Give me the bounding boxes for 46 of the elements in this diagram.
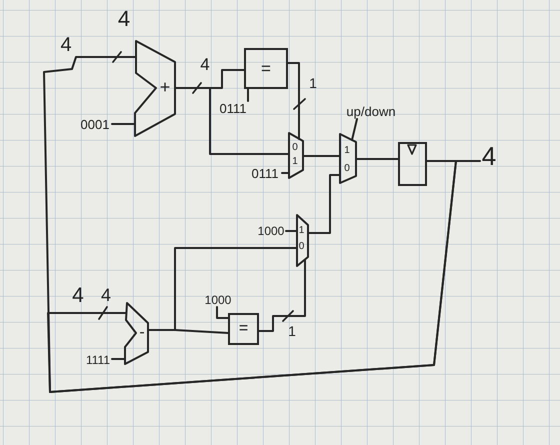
multiplexer-symbol bbox=[296, 214, 309, 267]
bus-width-label: 1 bbox=[308, 75, 318, 91]
wire bbox=[285, 230, 297, 232]
wire bbox=[307, 174, 340, 234]
bus-width-label: 4 bbox=[59, 34, 73, 56]
wire bbox=[111, 358, 126, 360]
constant-value: 0111 bbox=[216, 101, 250, 116]
subtractor-symbol bbox=[124, 302, 149, 365]
comparator-box: = bbox=[228, 313, 259, 345]
port-number: 0 bbox=[291, 142, 299, 154]
multiplexer-symbol bbox=[339, 133, 357, 184]
wire bbox=[258, 259, 306, 332]
wire bbox=[302, 155, 340, 157]
port-number: 1 bbox=[298, 225, 305, 237]
operator-sign: + bbox=[158, 76, 172, 98]
constant-value: 0001 bbox=[78, 116, 112, 132]
wire bbox=[175, 87, 289, 155]
port-number: 0 bbox=[343, 163, 351, 175]
wire bbox=[281, 172, 289, 174]
register-box bbox=[398, 142, 427, 186]
adder-symbol bbox=[134, 40, 177, 137]
port-number: 0 bbox=[298, 241, 305, 253]
wire bbox=[351, 118, 358, 141]
constant-value: 0111 bbox=[248, 166, 282, 181]
port-number: 1 bbox=[291, 156, 299, 168]
bus-width-label: 4 bbox=[100, 284, 112, 305]
wire bbox=[47, 160, 457, 393]
constant-value: 1000 bbox=[203, 292, 233, 307]
bus-width-label: 4 bbox=[71, 283, 85, 307]
wire bbox=[355, 158, 399, 160]
bus-width-label: 4 bbox=[199, 55, 211, 74]
wire bbox=[287, 62, 300, 140]
constant-value: 1000 bbox=[256, 223, 286, 238]
wire bbox=[216, 306, 229, 319]
bus-width-label: 4 bbox=[480, 142, 498, 170]
signal-name: up/down bbox=[343, 103, 399, 119]
wire bbox=[247, 88, 249, 102]
wire bbox=[111, 123, 136, 125]
operator-sign: - bbox=[138, 323, 146, 343]
port-number: 1 bbox=[343, 145, 351, 157]
multiplexer-symbol bbox=[288, 132, 304, 179]
comparator-box: = bbox=[244, 48, 288, 89]
wire bbox=[147, 329, 229, 334]
constant-value: 1111 bbox=[84, 352, 112, 367]
bus-width-label: 4 bbox=[116, 6, 132, 32]
bus-width-label: 1 bbox=[287, 323, 297, 339]
